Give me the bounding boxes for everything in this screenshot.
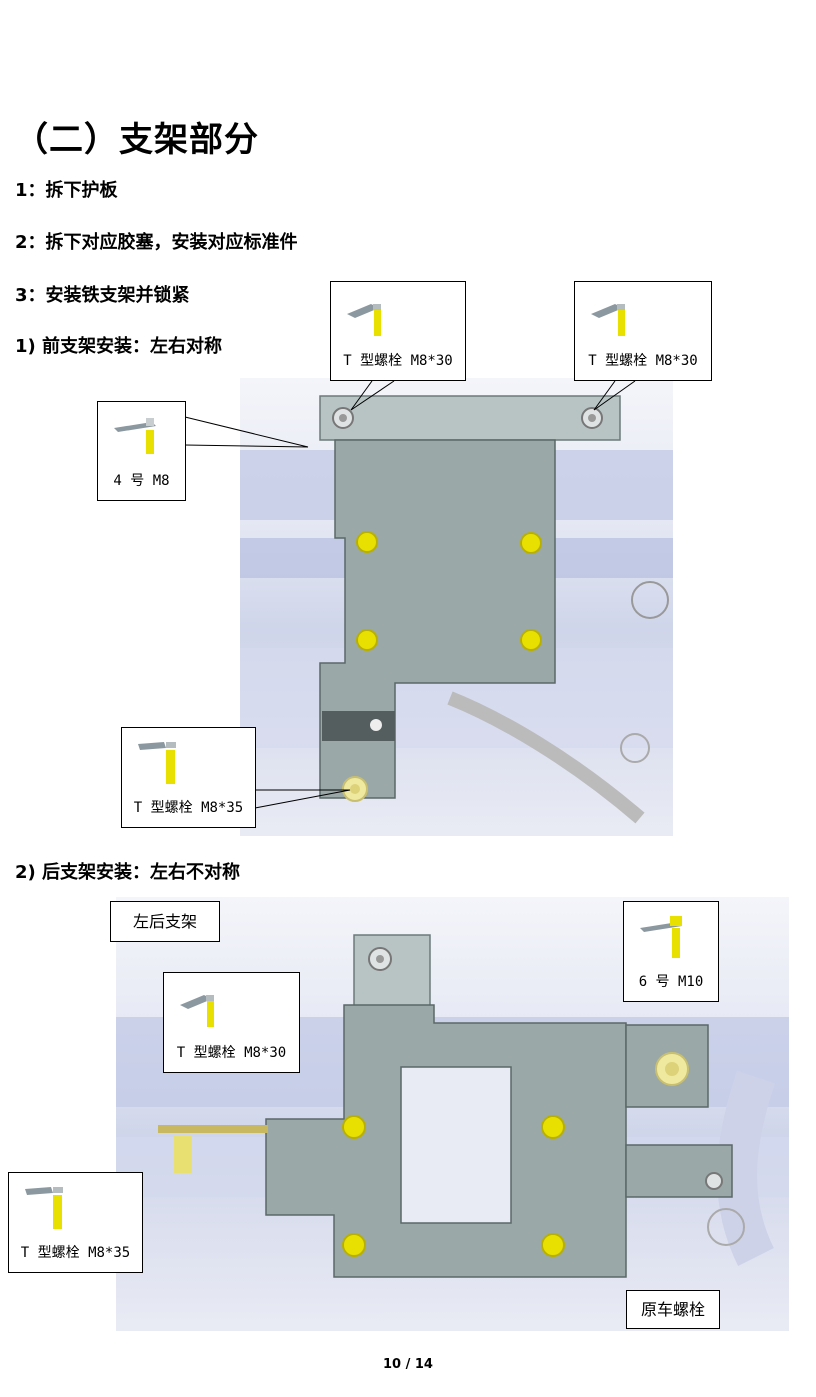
bolt-icon: [114, 418, 156, 454]
step-2: 2：拆下对应胶塞，安装对应标准件: [15, 232, 298, 253]
rear-bracket-figure: [116, 897, 789, 1331]
rear-bracket-heading: 2) 后支架安装：左右不对称: [15, 862, 241, 883]
t-bolt-m8x30-callout-left: T 型螺栓 M8*30: [330, 281, 466, 381]
section-title: （二）支架部分: [14, 120, 259, 160]
t-bolt-m8x35-callout: T 型螺栓 M8*35: [121, 727, 256, 828]
t-bolt-icon: [591, 304, 625, 336]
t-bolt-icon: [347, 304, 381, 336]
rear-bracket-render: [116, 934, 789, 1278]
bolt-6-m10-callout: 6 号 M10: [623, 901, 719, 1002]
t-bolt-m8x30-callout-right: T 型螺栓 M8*30: [574, 281, 712, 381]
callout-label: 4 号 M8: [113, 473, 170, 489]
front-bracket-render: [240, 395, 673, 824]
t-bolt-icon: [138, 742, 176, 784]
callout-label: T 型螺栓 M8*30: [343, 353, 453, 369]
callout-label: T 型螺栓 M8*35: [20, 1245, 131, 1261]
bolt-icon: [640, 916, 682, 958]
left-rear-bracket-label: 左后支架: [110, 901, 220, 942]
callout-label: T 型螺栓 M8*35: [133, 800, 244, 816]
page-number: 10 / 14: [383, 1357, 433, 1372]
callout-label: 6 号 M10: [638, 974, 704, 990]
t-bolt-m8x30-callout-rear: T 型螺栓 M8*30: [163, 972, 300, 1073]
callout-label: T 型螺栓 M8*30: [176, 1045, 287, 1061]
callout-label: T 型螺栓 M8*30: [588, 353, 698, 369]
step-3: 3：安装铁支架并锁紧: [15, 285, 190, 306]
t-bolt-icon: [180, 995, 214, 1027]
bolt-4-m8-callout: 4 号 M8: [97, 401, 186, 501]
step-1: 1：拆下护板: [15, 180, 118, 201]
front-bracket-figure: [240, 378, 673, 836]
front-bracket-heading: 1) 前支架安装：左右对称: [15, 336, 223, 357]
t-bolt-icon: [25, 1187, 63, 1229]
t-bolt-m8x35-callout-rear: T 型螺栓 M8*35: [8, 1172, 143, 1273]
original-bolt-label: 原车螺栓: [626, 1290, 720, 1329]
